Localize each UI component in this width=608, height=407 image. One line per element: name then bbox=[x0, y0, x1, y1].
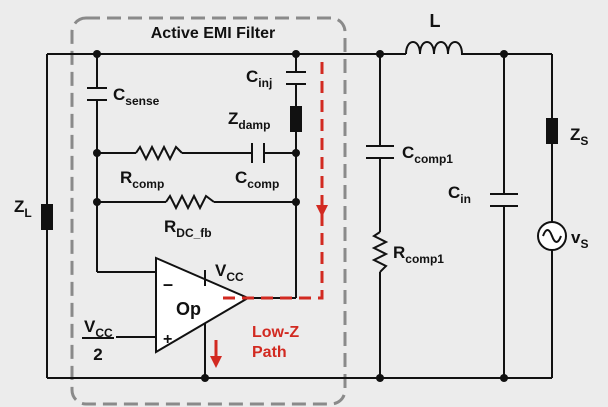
label-vcc-op: VCC bbox=[215, 261, 244, 284]
svg-text:RDC_fb: RDC_fb bbox=[164, 217, 212, 240]
impedance-z-s bbox=[546, 118, 558, 144]
active-filter-frame bbox=[70, 16, 347, 406]
path-arrow-ground-icon bbox=[210, 356, 222, 368]
junction-dots bbox=[93, 50, 508, 382]
resistor-r-dc-fb bbox=[165, 193, 215, 211]
svg-text:2: 2 bbox=[93, 345, 102, 364]
svg-text:Ccomp: Ccomp bbox=[235, 168, 279, 191]
low-z-label-line1: Low-Z bbox=[252, 324, 299, 341]
label-z-damp: Zdamp bbox=[228, 109, 270, 132]
svg-text:Zdamp: Zdamp bbox=[228, 109, 270, 132]
svg-text:VCC: VCC bbox=[215, 261, 244, 284]
impedance-z-damp bbox=[290, 106, 302, 132]
capacitor-c-inj bbox=[286, 71, 306, 85]
label-minus: – bbox=[163, 274, 173, 294]
label-c-sense: Csense bbox=[113, 85, 160, 108]
svg-text:vS: vS bbox=[571, 228, 588, 251]
svg-text:VCC: VCC bbox=[84, 317, 113, 340]
op-amp bbox=[155, 256, 251, 354]
capacitor-c-comp bbox=[251, 143, 265, 163]
label-r-comp: Rcomp bbox=[120, 168, 164, 191]
svg-text:Cin: Cin bbox=[448, 183, 471, 206]
svg-text:Rcomp1: Rcomp1 bbox=[393, 243, 444, 266]
label-vcc-half: VCC 2 bbox=[82, 317, 114, 364]
label-c-in: Cin bbox=[448, 183, 471, 206]
inductor-l bbox=[405, 41, 464, 55]
resistor-r-comp1 bbox=[371, 231, 389, 273]
label-v-s: vS bbox=[571, 228, 588, 251]
label-c-inj: Cinj bbox=[246, 67, 272, 90]
path-arrow-down-icon bbox=[316, 205, 328, 217]
capacitor-c-comp1 bbox=[366, 145, 394, 159]
svg-text:Ccomp1: Ccomp1 bbox=[402, 143, 453, 166]
label-c-comp1: Ccomp1 bbox=[402, 143, 453, 166]
label-r-dc-fb: RDC_fb bbox=[164, 217, 212, 240]
svg-text:Csense: Csense bbox=[113, 85, 160, 108]
label-c-comp: Ccomp bbox=[235, 168, 279, 191]
label-z-l: ZL bbox=[14, 197, 32, 220]
impedance-z-l bbox=[41, 204, 53, 230]
filter-title: Active EMI Filter bbox=[151, 25, 275, 42]
label-op: Op bbox=[176, 299, 201, 319]
svg-text:Cinj: Cinj bbox=[246, 67, 272, 90]
resistor-r-comp bbox=[135, 144, 183, 162]
svg-text:ZL: ZL bbox=[14, 197, 32, 220]
label-z-s: ZS bbox=[570, 125, 588, 148]
label-l: L bbox=[430, 11, 441, 31]
capacitor-c-in bbox=[490, 193, 518, 207]
svg-text:Rcomp: Rcomp bbox=[120, 168, 164, 191]
capacitor-c-sense bbox=[87, 87, 107, 101]
voltage-source-vs bbox=[537, 221, 567, 251]
svg-text:ZS: ZS bbox=[570, 125, 588, 148]
label-r-comp1: Rcomp1 bbox=[393, 243, 444, 266]
low-z-label-line2: Path bbox=[252, 344, 287, 361]
label-plus: + bbox=[163, 331, 172, 348]
low-z-path bbox=[210, 62, 328, 368]
